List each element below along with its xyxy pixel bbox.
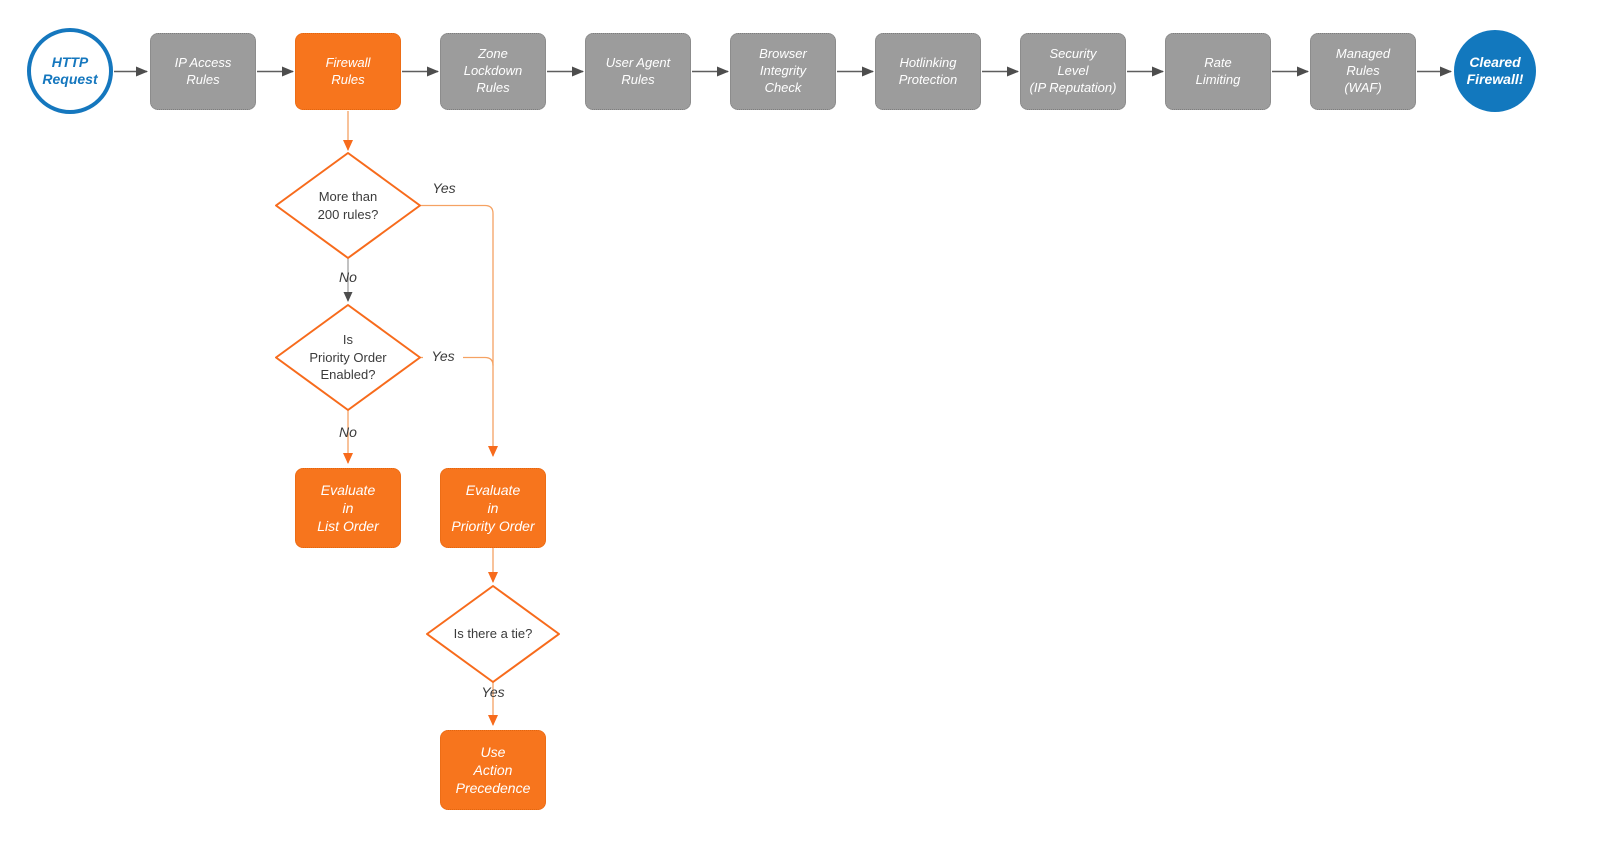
node-rate-limiting: Rate Limiting	[1165, 33, 1271, 110]
decision-priority-order-enabled: Is Priority Order Enabled?	[309, 332, 387, 383]
decision-priority-order-enabled-shape	[275, 304, 421, 411]
edge-label-more-rules-yes: Yes	[432, 180, 456, 196]
node-managed-rules-waf: Managed Rules (WAF)	[1310, 33, 1416, 110]
node-firewall-rules: Firewall Rules	[295, 33, 401, 110]
decision-shapes	[275, 152, 560, 683]
edge-label-priority-yes: Yes	[423, 348, 463, 364]
decision-more-than-200-rules-shape	[275, 152, 421, 259]
edge-label-tie-yes: Yes	[481, 684, 505, 700]
node-security-level: Security Level (IP Reputation)	[1020, 33, 1126, 110]
node-zone-lockdown-rules: Zone Lockdown Rules	[440, 33, 546, 110]
edge-label-more-rules-no: No	[339, 269, 357, 285]
edge-label-priority-no: No	[339, 424, 357, 440]
edge-decision1-yes	[420, 204, 498, 457]
node-user-agent-rules: User Agent Rules	[585, 33, 691, 110]
node-cleared-firewall: Cleared Firewall!	[1454, 30, 1536, 112]
node-evaluate-list-order: Evaluate in List Order	[295, 468, 401, 548]
decision-is-there-a-tie: Is there a tie?	[453, 626, 533, 642]
node-ip-access-rules: IP Access Rules	[150, 33, 256, 110]
decision-is-there-a-tie-shape	[426, 585, 560, 683]
node-http-request: HTTP Request	[27, 28, 113, 114]
node-evaluate-priority-order: Evaluate in Priority Order	[440, 468, 546, 548]
node-browser-integrity-check: Browser Integrity Check	[730, 33, 836, 110]
decision-connectors	[343, 111, 498, 726]
node-use-action-precedence: Use Action Precedence	[440, 730, 546, 810]
edge-decision2-yes	[420, 356, 494, 366]
node-hotlinking-protection: Hotlinking Protection	[875, 33, 981, 110]
decision-more-than-200-rules: More than 200 rules?	[317, 188, 379, 222]
